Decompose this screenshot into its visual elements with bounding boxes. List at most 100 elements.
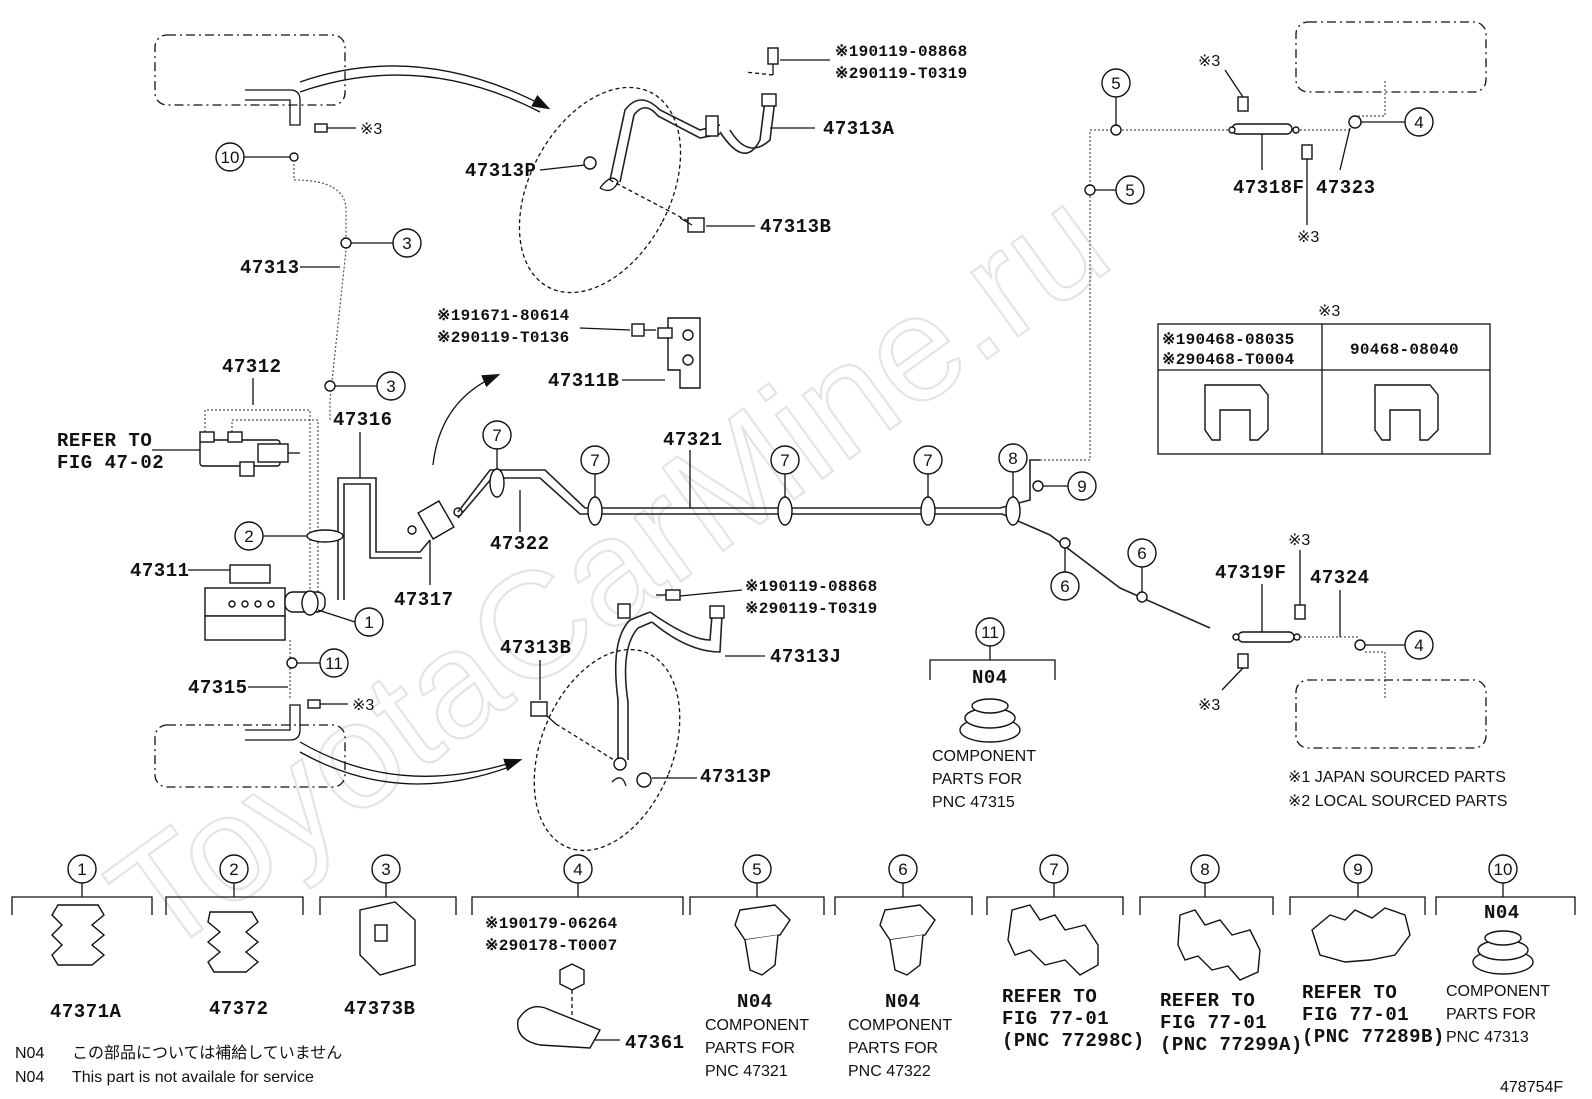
hose-47318F: [1228, 123, 1300, 135]
bolt-ref-top-1: ※190119-08868: [835, 43, 968, 61]
footnote-1-text: この部品については補給していません: [72, 1044, 342, 1062]
clip-4-bottom-dot: [1354, 639, 1366, 651]
pipe-47323-route: [1040, 129, 1230, 461]
bolt-ref-bottom-2: ※290119-T0319: [745, 600, 878, 618]
clip-note-lower: ※3: [352, 697, 374, 714]
legend-7: 7 REFER TO FIG 77-01 (PNC 77298C): [986, 854, 1145, 1052]
clip-table-col1-line1: ※190468-08035: [1162, 331, 1295, 349]
refer-fig-47-line1: REFER TO: [57, 430, 152, 452]
bolt-ref-mid-1: ※191671-80614: [437, 307, 570, 325]
grommet-11-bracket: [929, 646, 1056, 680]
label-47324: 47324: [1310, 567, 1370, 589]
label-47313B-bottom: 47313B: [500, 637, 571, 659]
svg-text:7: 7: [590, 451, 599, 470]
clamp-1: [301, 590, 319, 616]
flexible-hose-top: [583, 93, 777, 192]
callout-2-num: 2: [244, 527, 253, 546]
svg-text:5: 5: [1125, 181, 1134, 200]
grommet-11-num: 11: [981, 623, 999, 642]
clip-note-lower-a: ※3: [1288, 532, 1310, 549]
clamp-7-d: 7: [913, 445, 943, 526]
svg-text:5: 5: [1111, 74, 1120, 93]
label-47313: 47313: [240, 257, 300, 279]
svg-text:(PNC 77299A): (PNC 77299A): [1160, 1034, 1303, 1056]
hose-end-top: [245, 89, 301, 126]
svg-text:7: 7: [780, 451, 789, 470]
bolt-icon-bottom: [656, 589, 681, 601]
leader-47313P-top: [539, 164, 586, 171]
pipe-to-rear-top: [1358, 80, 1386, 117]
legend-6: 6 N04 COMPONENT PARTS FOR PNC 47322: [834, 854, 973, 1080]
svg-text:4: 4: [573, 860, 582, 879]
svg-text:COMPONENT: COMPONENT: [1446, 983, 1550, 1000]
figure-id: 478754F: [1500, 1079, 1563, 1096]
label-47313B-top: 47313B: [760, 216, 831, 238]
grommet-10-dot: [289, 152, 299, 162]
svg-text:PNC 47322: PNC 47322: [848, 1063, 931, 1080]
rear-left-box: [1295, 679, 1487, 749]
rear-wheel-housing-box: [154, 724, 346, 788]
clip-3-dot-a: [340, 237, 352, 249]
grommet-11-line3: PNC 47315: [932, 794, 1015, 811]
clip-6-b: 6: [1127, 538, 1157, 603]
label-47323: 47323: [1316, 177, 1376, 199]
label-47311: 47311: [130, 560, 190, 582]
label-47313J: 47313J: [770, 646, 841, 668]
svg-text:9: 9: [1077, 477, 1086, 496]
footnote-1-code: N04: [15, 1045, 44, 1062]
junction-47317: [407, 500, 463, 540]
pipe-47312-a: [204, 409, 311, 600]
legend-8: 8 REFER TO FIG 77-01 (PNC 77299A): [1139, 854, 1303, 1056]
clip-icon-table-1: [1204, 384, 1269, 441]
svg-text:3: 3: [381, 860, 390, 879]
callout-3b: [376, 371, 406, 401]
clip-note-upper-b: ※3: [1297, 229, 1319, 246]
label-47318F: 47318F: [1233, 177, 1304, 199]
rear-right-box: [1295, 21, 1487, 93]
svg-text:PARTS FOR: PARTS FOR: [848, 1040, 938, 1057]
svg-text:N04: N04: [885, 991, 921, 1013]
svg-text:REFER TO: REFER TO: [1302, 982, 1397, 1004]
callout-1-num: 1: [364, 613, 373, 632]
svg-text:(PNC 77289B): (PNC 77289B): [1302, 1026, 1445, 1048]
grommet-11-line1: COMPONENT: [932, 748, 1036, 765]
label-47321: 47321: [663, 429, 723, 451]
clip-icon-lower: [307, 699, 321, 709]
leader-47323: [1339, 127, 1351, 171]
svg-text:FIG 77-01: FIG 77-01: [1002, 1008, 1109, 1030]
legend-9: 9 REFER TO FIG 77-01 (PNC 77289B): [1289, 854, 1445, 1048]
label-47312: 47312: [222, 356, 282, 378]
svg-text:1: 1: [77, 860, 86, 879]
clamp-7-b: 7: [580, 445, 610, 526]
clip-note-upper-a: ※3: [1198, 53, 1220, 70]
refer-fig-47-line2: FIG 47-02: [57, 452, 164, 474]
clip-note: ※3: [360, 121, 382, 138]
svg-text:(PNC 77298C): (PNC 77298C): [1002, 1030, 1145, 1052]
svg-text:※290178-T0007: ※290178-T0007: [485, 937, 618, 955]
svg-text:47371A: 47371A: [50, 1001, 122, 1023]
clip-icon-upper-a: [1224, 69, 1249, 112]
legend-4: 4 ※190179-06264 ※290178-T0007 47361: [471, 854, 684, 1054]
clamp-7-a: 7: [482, 420, 512, 498]
grommet-11-icon: [959, 698, 1021, 743]
clip-5-b: 5: [1084, 175, 1145, 205]
clip-table-col1-line2: ※290468-T0004: [1162, 351, 1295, 369]
legend-5: 5 N04 COMPONENT PARTS FOR PNC 47321: [689, 854, 825, 1080]
svg-text:REFER TO: REFER TO: [1160, 990, 1255, 1012]
clamp-8: 8: [998, 443, 1028, 526]
leader-bolt-bottom: [679, 589, 743, 597]
svg-text:PARTS FOR: PARTS FOR: [705, 1040, 795, 1057]
clamp-2: [306, 529, 344, 543]
svg-text:9: 9: [1353, 860, 1362, 879]
svg-text:47373B: 47373B: [344, 998, 415, 1020]
clip-icon-lower-a: [1294, 604, 1306, 620]
arrow-bottom: [299, 741, 523, 777]
callout-10-num: 10: [221, 148, 240, 167]
callout-11: [319, 648, 349, 678]
svg-text:6: 6: [1060, 577, 1069, 596]
svg-text:7: 7: [1049, 860, 1058, 879]
svg-text:FIG 77-01: FIG 77-01: [1160, 1012, 1267, 1034]
clip-3-dot-b: [324, 380, 336, 392]
svg-text:N04: N04: [1484, 902, 1520, 924]
